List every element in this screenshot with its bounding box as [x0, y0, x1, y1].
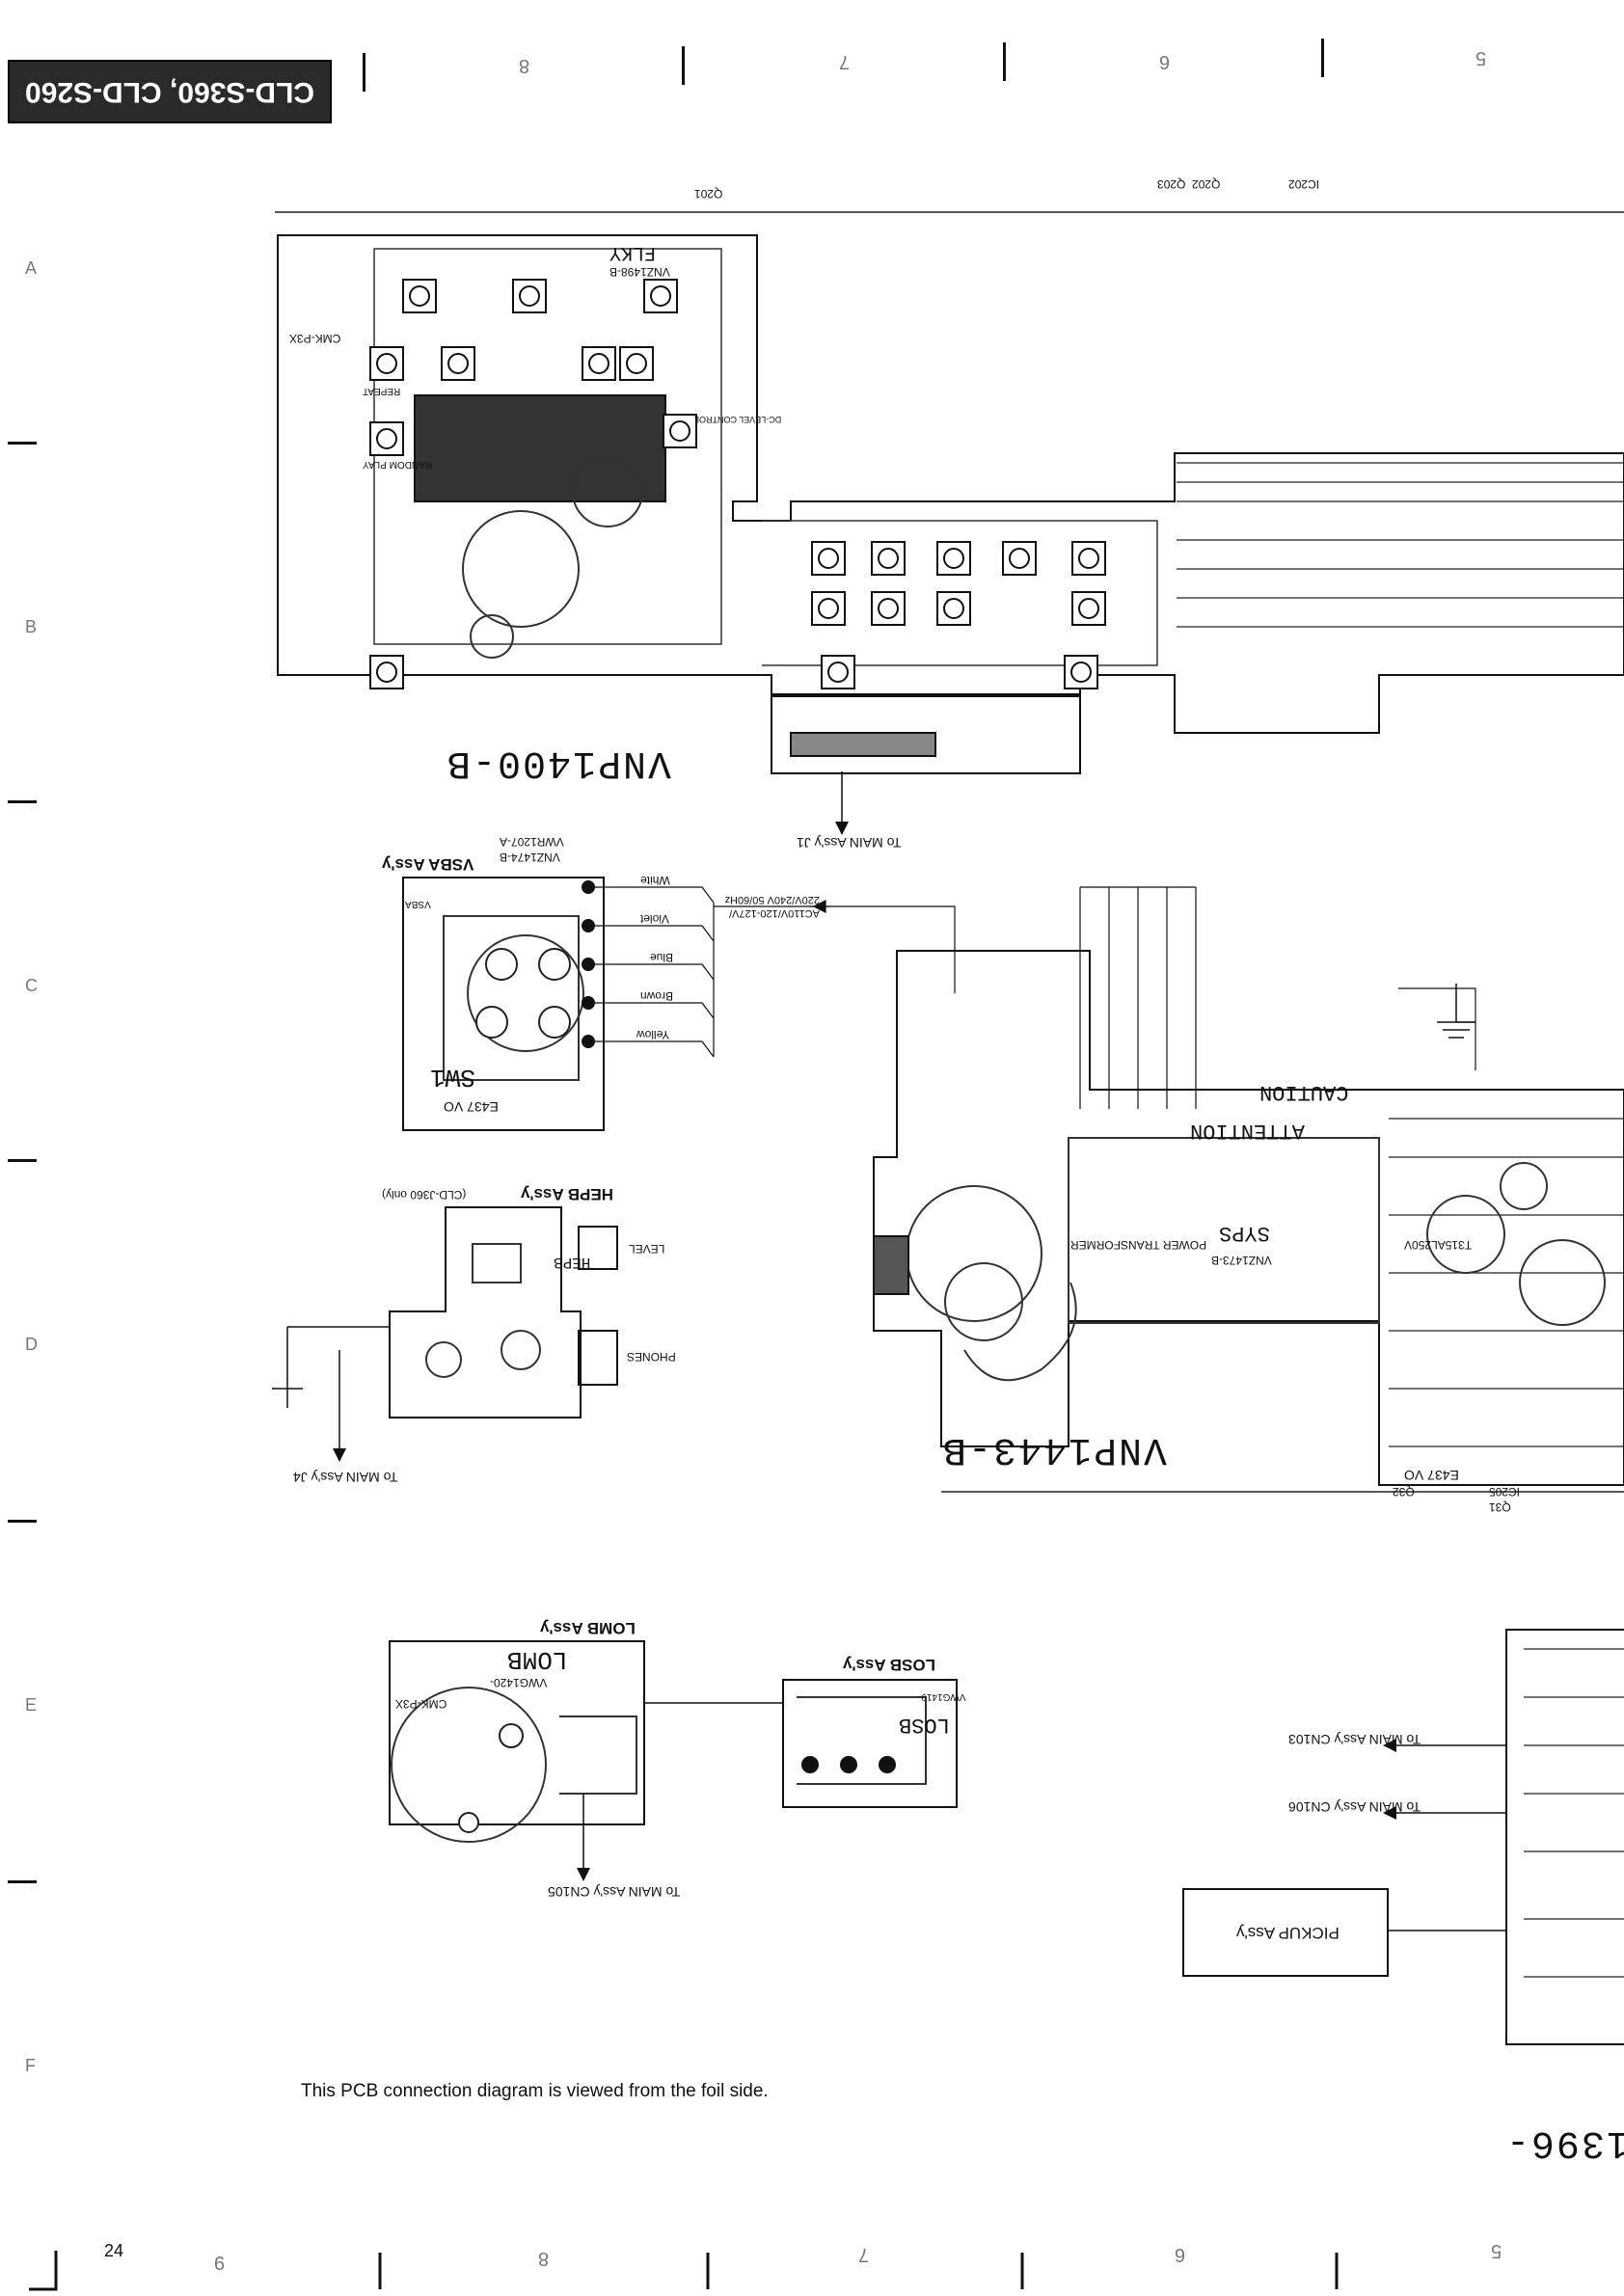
pickup-box: PICKUP Ass'y	[1182, 1888, 1389, 1977]
lomb-mark: CMK-P3X	[395, 1697, 447, 1711]
wire-label: Brown	[640, 989, 674, 1003]
ref-label: Q201	[694, 187, 723, 201]
losb-part: VWG1419-	[918, 1691, 966, 1702]
syps-sub: VNZ1473-B	[1211, 1254, 1272, 1267]
losb-name: LOSB	[899, 1713, 950, 1737]
syps-transformer: POWER TRANSFORMER	[1070, 1238, 1207, 1252]
zone-number-bottom: 9	[214, 2252, 226, 2273]
hepb-note: (CLD-J360 only)	[382, 1188, 467, 1202]
connection-label: To MAIN Ass'y CN103	[1288, 1732, 1421, 1747]
syps-attention: ATTENTION	[1190, 1119, 1305, 1143]
hepb-name: HEPB	[554, 1254, 591, 1271]
zone-number-bottom: 6	[1175, 2244, 1186, 2265]
vsba-mark: VSBA	[405, 899, 431, 909]
zone-number-bottom: 7	[858, 2244, 870, 2265]
losb-title: LOSB Ass'y	[843, 1656, 935, 1674]
wire-label: White	[640, 874, 670, 887]
losb-board	[782, 1679, 958, 1808]
hepb-phones: PHONES	[627, 1350, 676, 1364]
vsba-title: VSBA Ass'y	[382, 855, 474, 874]
zone-tick	[8, 1159, 37, 1162]
foil-side-note: This PCB connection diagram is viewed fr…	[301, 2081, 769, 2101]
zone-letter: B	[25, 617, 38, 636]
zone-number-bottom: 5	[1491, 2240, 1502, 2261]
flky-board-code: VNP1400-B	[446, 741, 672, 784]
zone-tick	[363, 53, 365, 92]
zone-letter: E	[25, 1695, 38, 1715]
flky-board	[277, 234, 1624, 774]
syps-fuse: T315AL250V	[1404, 1238, 1473, 1252]
ref-label: Q32	[1393, 1485, 1415, 1499]
flky-mark: CMK-P3X	[289, 332, 341, 345]
ground-symbol	[272, 984, 1475, 1408]
vsba-sub: VNZ1474-B	[500, 851, 560, 864]
zone-number-bottom: 8	[538, 2248, 550, 2269]
flky-switches	[369, 279, 1106, 689]
syps-board-code: VNP1443-B	[941, 1427, 1168, 1471]
syps-board	[873, 950, 1624, 1486]
ref-label: Q203	[1157, 177, 1186, 191]
vsba-rating: E437 VO	[444, 1099, 499, 1115]
zone-tick	[682, 46, 685, 85]
ref-label: Q31	[1489, 1500, 1511, 1514]
wire-label: Violet	[640, 912, 669, 926]
flky-name: FLKY	[609, 241, 657, 263]
connection-label: To MAIN Ass'y CN106	[1288, 1799, 1421, 1815]
vsba-part: VWR1207-A	[500, 835, 564, 849]
ref-label: Q202	[1192, 177, 1221, 191]
ref-label: IC202	[1288, 177, 1320, 191]
ac-rating: AC110V/120-127V/ 220V/240V 50/60Hz	[724, 894, 820, 919]
zone-letter: D	[25, 1335, 38, 1354]
syps-caution: CAUTION	[1259, 1080, 1349, 1104]
zone-tick	[8, 800, 37, 803]
connection-label: To MAIN Ass'y CN105	[548, 1884, 681, 1900]
connection-label: To MAIN Ass'y J1	[797, 835, 902, 851]
lomb-part: VWG1420-	[490, 1676, 548, 1689]
hepb-level: LEVEL	[629, 1242, 665, 1256]
flky-part: VNZ1498-B	[609, 265, 670, 279]
zone-tick	[8, 1520, 37, 1523]
zone-letter: A	[25, 258, 38, 278]
hepb-board	[389, 1206, 618, 1418]
lomb-name: LOMB	[507, 1645, 568, 1674]
syps-rating: E437 VO	[1404, 1468, 1459, 1483]
model-title-block: CLD-S360, CLD-S260	[8, 60, 332, 123]
right-board-code: VNP1396-A	[1504, 2120, 1624, 2164]
vsba-switch: SW1	[430, 1063, 475, 1092]
page-number: 24	[104, 2241, 124, 2260]
syps-wires	[1079, 886, 1476, 1109]
flky-key-label: RANDOM PLAY	[363, 459, 433, 470]
zone-tick	[1003, 42, 1006, 81]
wire-label: Blue	[650, 951, 674, 964]
right-bottom-board	[1505, 1629, 1624, 2045]
zone-tick	[1321, 39, 1324, 77]
zone-tick	[8, 1880, 37, 1883]
flky-key-label: REPEAT	[363, 386, 401, 396]
vsba-board	[402, 877, 605, 1131]
pickup-label: PICKUP Ass'y	[1236, 1924, 1340, 1942]
wire-label: Yellow	[636, 1028, 670, 1041]
zone-tick	[8, 442, 37, 445]
connection-label: To MAIN Ass'y J4	[293, 1470, 398, 1485]
zone-letter: F	[25, 2056, 36, 2075]
lomb-title: LOMB Ass'y	[540, 1619, 636, 1637]
lomb-board	[389, 1640, 645, 1843]
flky-key-label: DC-LEVEL CONTROL	[694, 415, 782, 424]
vsba-wires	[594, 886, 956, 1058]
hepb-title: HEPB Ass'y	[521, 1185, 614, 1203]
ref-label: IC205	[1489, 1485, 1521, 1499]
syps-name: SYPS	[1219, 1221, 1270, 1245]
zone-letter: C	[25, 976, 38, 995]
